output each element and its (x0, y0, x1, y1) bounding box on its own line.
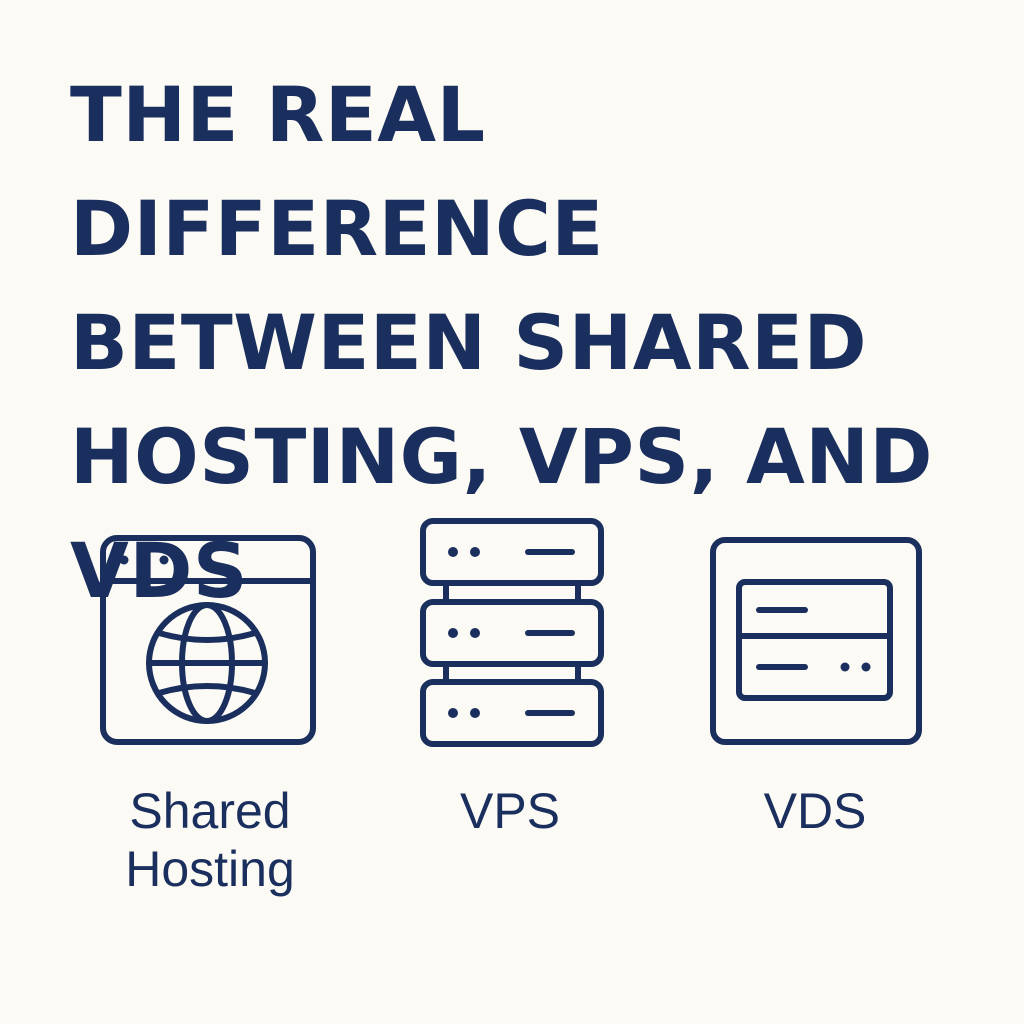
label-shared-hosting: Shared Hosting (85, 782, 335, 898)
label-vds: VDS (763, 783, 867, 839)
label-shared-hosting-line1: Shared (129, 783, 291, 839)
server-stack-icon (420, 518, 604, 748)
dedicated-server-icon (710, 537, 922, 745)
browser-globe-icon (100, 535, 316, 745)
label-vps: VPS (459, 783, 561, 839)
page-title: THE REAL DIFFERENCE BETWEEN SHARED HOSTI… (70, 70, 933, 615)
label-shared-hosting-line2: Hosting (125, 841, 295, 897)
